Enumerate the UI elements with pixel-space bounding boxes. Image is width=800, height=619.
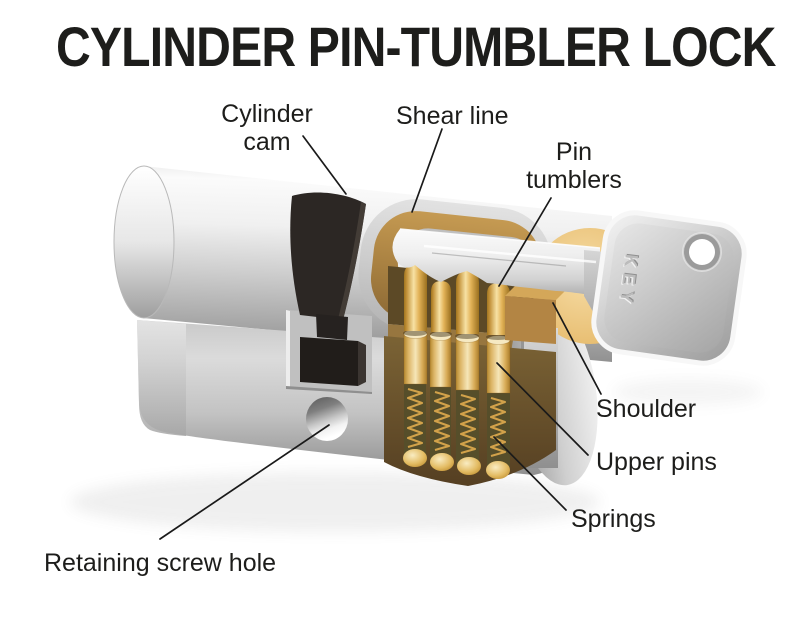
label-cylinder-cam: Cylinder cam <box>221 100 313 156</box>
callout-line-retaining-screw <box>159 424 330 540</box>
callout-line-shear-line <box>411 128 443 213</box>
retaining-screw-hole <box>306 397 348 441</box>
callout-line-shoulder <box>552 302 602 395</box>
diagram-title: CYLINDER PIN-TUMBLER LOCK <box>56 15 776 78</box>
key-pins <box>403 264 510 340</box>
callout-line-upper-pins <box>496 362 589 456</box>
callout-line-springs <box>493 436 567 511</box>
key-hole <box>682 232 722 272</box>
label-shoulder: Shoulder <box>596 395 697 423</box>
springs <box>406 387 507 458</box>
label-upper-pins: Upper pins <box>596 448 717 476</box>
label-pin-tumblers: Pin tumblers <box>526 138 622 194</box>
callout-lines <box>159 128 602 540</box>
spring-caps <box>403 449 510 479</box>
label-shear-line: Shear line <box>396 102 509 130</box>
shadow <box>70 379 763 532</box>
callout-line-pin-tumblers <box>498 197 552 287</box>
label-springs: Springs <box>571 505 656 533</box>
key-head <box>591 210 747 366</box>
label-retaining-screw-hole: Retaining screw hole <box>44 549 277 577</box>
callout-line-cylinder-cam <box>302 135 347 195</box>
upper-pins <box>403 329 511 394</box>
cylinder-cam <box>290 192 366 386</box>
